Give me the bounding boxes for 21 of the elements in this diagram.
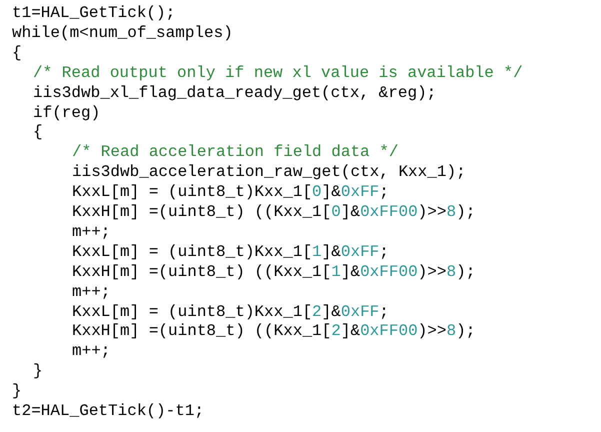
code-line: t1=HAL_GetTick(); [12,4,176,22]
code-line: while(m<num_of_samples) [12,24,233,42]
code-line: m++; [72,282,110,301]
code-line: t2=HAL_GetTick()-t1; [12,402,204,420]
code-line: m++; [72,222,110,241]
code-line: iis3dwb_acceleration_raw_get(ctx, Kxx_1); [72,163,466,182]
code-line: { [33,123,43,142]
code-line: } [33,362,43,380]
code-line: m++; [72,342,110,360]
code-line: iis3dwb_xl_flag_data_ready_get(ctx, &reg); [33,84,436,102]
code-line: KxxL[m] = (uint8_t)Kxx_1[2]&0xFF; [72,302,389,320]
code-line: KxxH[m] =(uint8_t) ((Kxx_1[2]&0xFF00)>>8); [72,322,476,340]
code-comment: /* Read acceleration field data */ [72,143,398,162]
code-line: if(reg) [33,104,100,122]
code-line: KxxL[m] = (uint8_t)Kxx_1[1]&0xFF; [72,242,389,261]
code-line: } [12,382,22,400]
code-line: KxxL[m] = (uint8_t)Kxx_1[0]&0xFF; [72,183,389,202]
code-line: KxxH[m] =(uint8_t) ((Kxx_1[0]&0xFF00)>>8); [72,203,476,221]
code-comment: /* Read output only if new xl value is available */ [33,64,523,82]
code-line: { [12,44,22,62]
code-line: KxxH[m] =(uint8_t) ((Kxx_1[1]&0xFF00)>>8); [72,262,476,281]
